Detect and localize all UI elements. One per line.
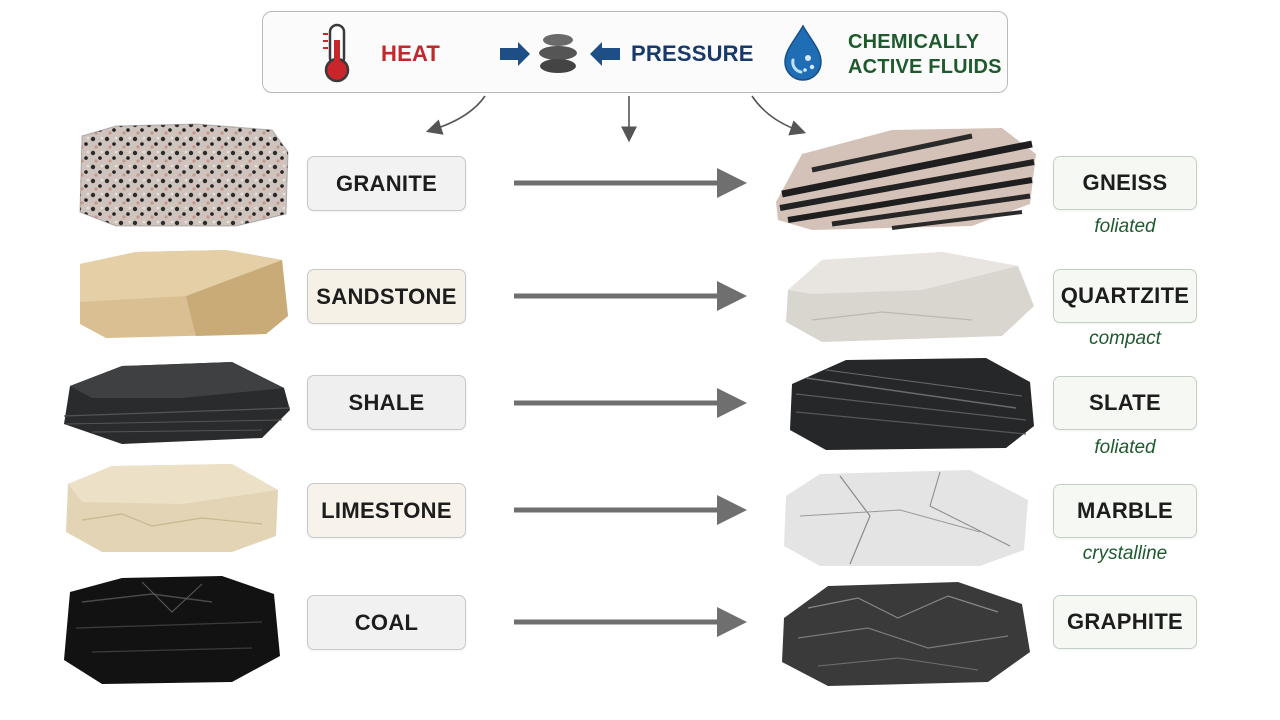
parent-rock-label-coal: COAL bbox=[307, 595, 466, 650]
texture-label-slate: foliated bbox=[1053, 437, 1197, 459]
parent-rock-label-sandstone: SANDSTONE bbox=[307, 269, 466, 324]
agents-arrow-left bbox=[432, 96, 485, 130]
coal-rock-image bbox=[62, 572, 284, 688]
parent-rock-label-granite: GRANITE bbox=[307, 156, 466, 211]
quartzite-rock-image bbox=[782, 250, 1036, 344]
limestone-rock-image bbox=[62, 460, 284, 556]
metamorphic-rock-label-slate: SLATE bbox=[1053, 376, 1197, 430]
texture-label-marble: crystalline bbox=[1053, 543, 1197, 565]
gneiss-rock-image bbox=[772, 124, 1038, 232]
metamorphic-rock-label-marble: MARBLE bbox=[1053, 484, 1197, 538]
texture-label-quartzite: compact bbox=[1053, 328, 1197, 350]
granite-rock-image bbox=[76, 122, 292, 230]
metamorphic-rock-label-gneiss: GNEISS bbox=[1053, 156, 1197, 210]
metamorphic-rock-label-quartzite: QUARTZITE bbox=[1053, 269, 1197, 323]
parent-rock-label-shale: SHALE bbox=[307, 375, 466, 430]
transform-arrows bbox=[514, 183, 722, 622]
metamorphic-rock-label-graphite: GRAPHITE bbox=[1053, 595, 1197, 649]
texture-label-gneiss: foliated bbox=[1053, 216, 1197, 238]
sandstone-rock-image bbox=[76, 246, 290, 342]
parent-rock-label-limestone: LIMESTONE bbox=[307, 483, 466, 538]
graphite-rock-image bbox=[778, 578, 1034, 690]
slate-rock-image bbox=[786, 354, 1038, 454]
marble-rock-image bbox=[780, 466, 1032, 570]
shale-rock-image bbox=[62, 358, 292, 448]
